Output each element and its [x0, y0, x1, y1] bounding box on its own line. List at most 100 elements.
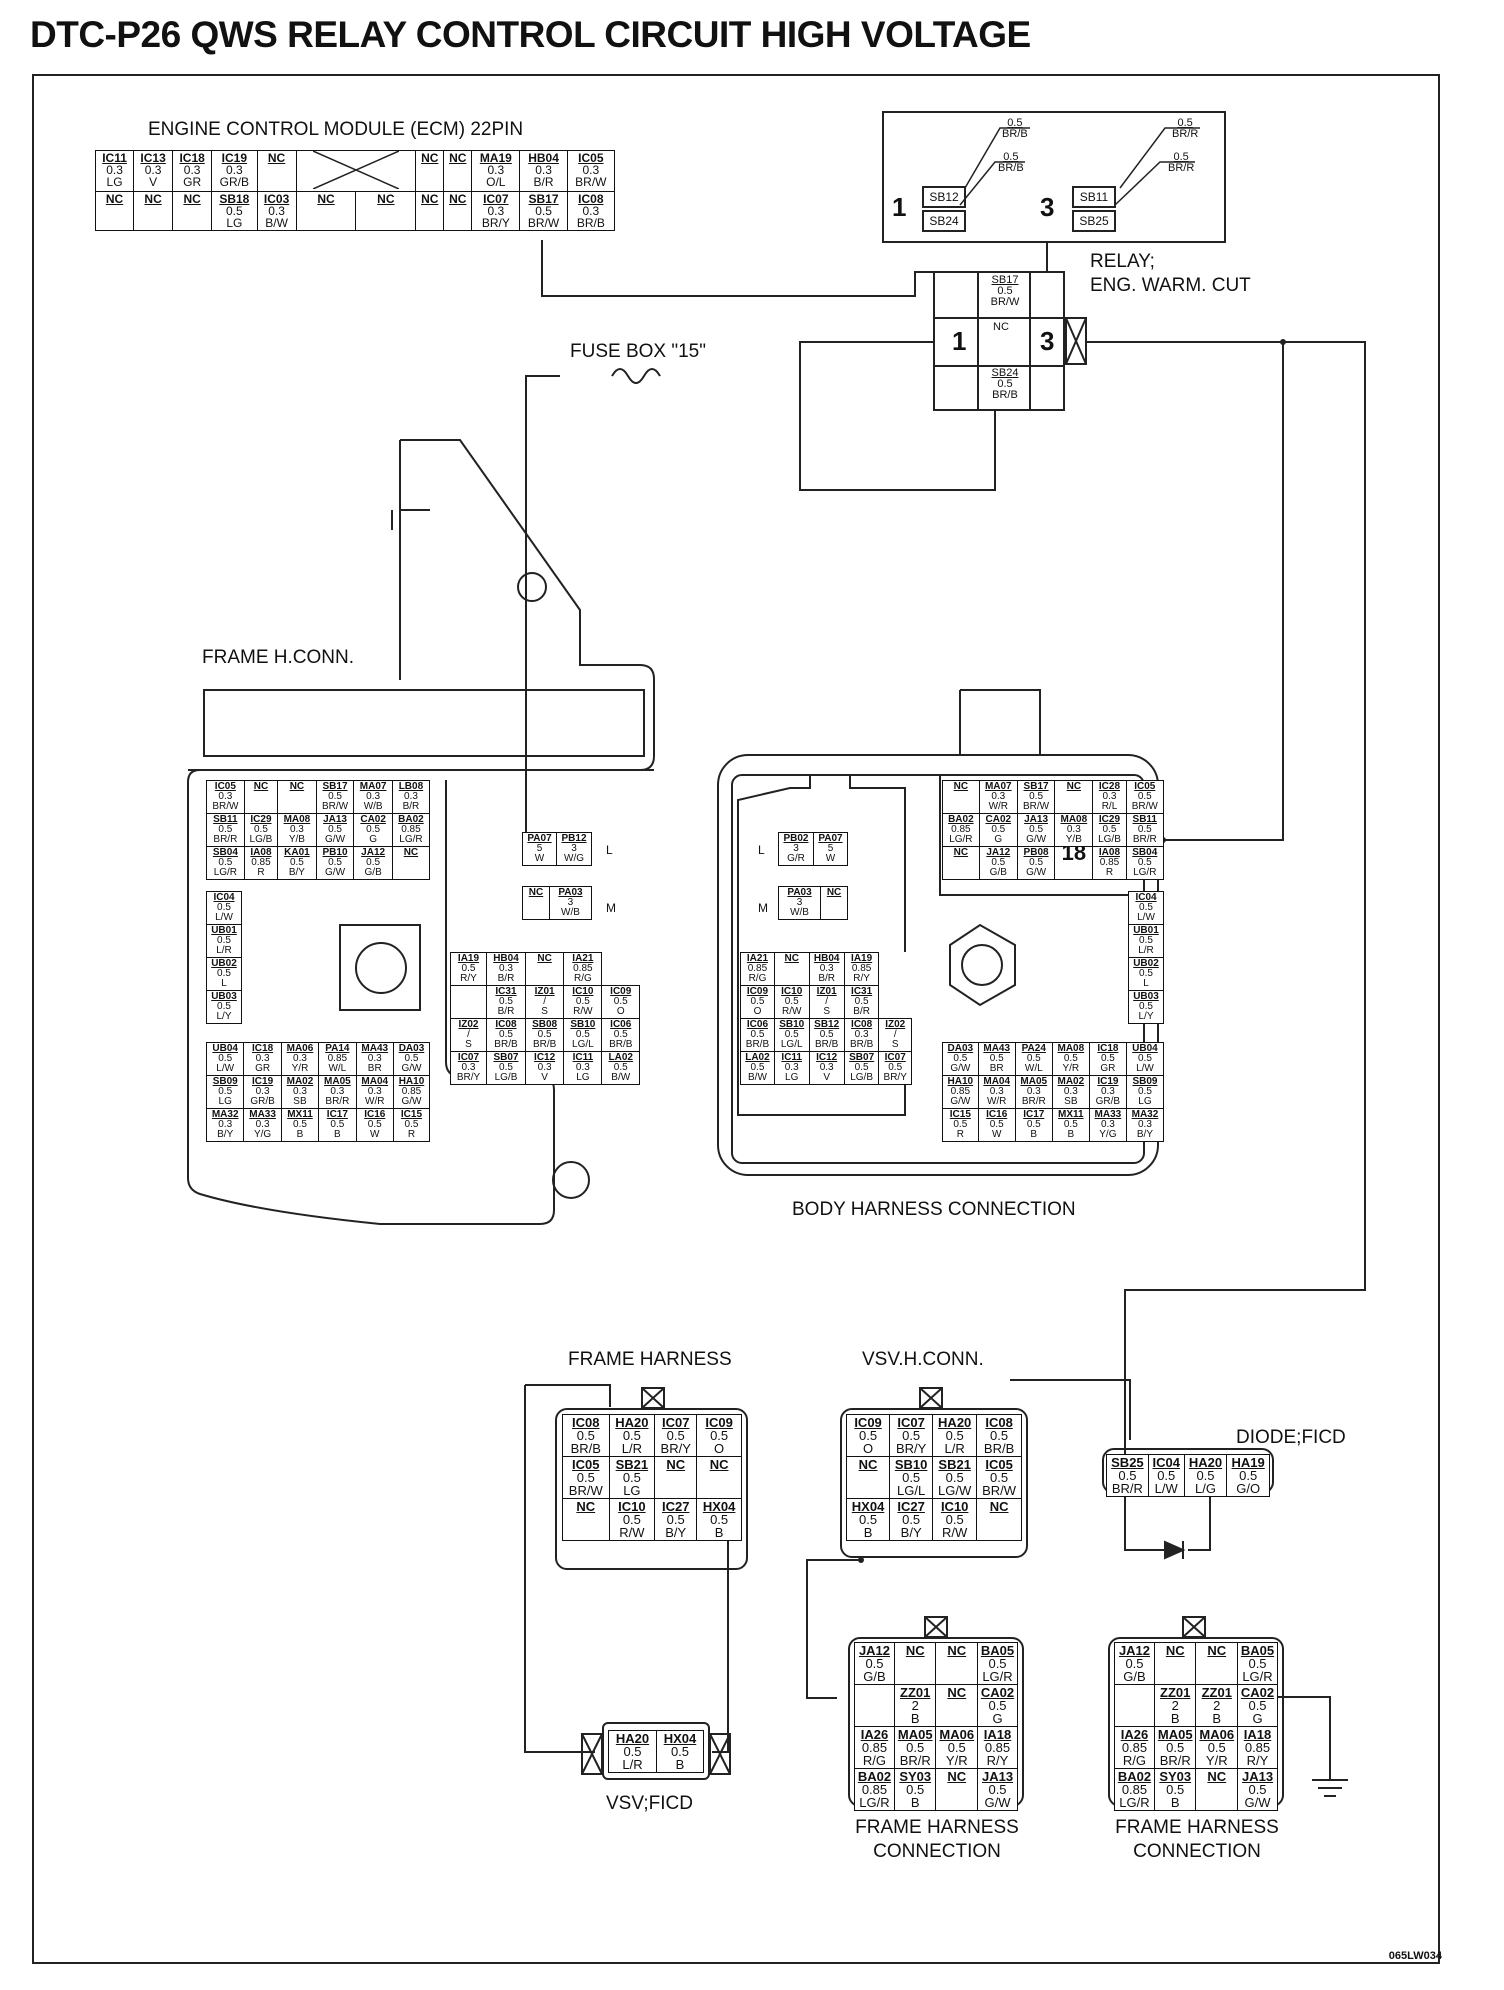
pin-id: UB04	[1132, 1043, 1158, 1054]
wire-color: G/W	[950, 1063, 971, 1074]
wire-color: L/Y	[216, 1011, 232, 1022]
vsv-h-conn-label: VSV.H.CONN.	[862, 1349, 984, 1370]
wire-color: S	[823, 1006, 830, 1017]
pin-id: MA05	[324, 1076, 351, 1087]
wire-color: LG/R	[213, 867, 238, 878]
wire-gauge: 0.5	[217, 902, 231, 913]
blank-cavity-icon	[295, 150, 417, 192]
wire-color: G/B	[863, 1669, 886, 1684]
wire-gauge: 0.85	[1121, 1782, 1148, 1797]
wire-gauge: 0.5	[499, 1062, 513, 1073]
pin-id: NC	[421, 192, 439, 206]
pin-id: IC07	[483, 192, 509, 206]
wire-color: L/R	[621, 1441, 642, 1456]
pin-id: SB17	[322, 781, 348, 792]
fuse-label: FUSE BOX "15"	[570, 341, 706, 362]
wire-color: W/L	[1024, 1063, 1043, 1074]
wire-color: LG/R	[1119, 1795, 1150, 1810]
wire-color: G/W	[401, 1063, 422, 1074]
wire-gauge: 0.3	[989, 1086, 1004, 1097]
wire-color: BR/B	[532, 1039, 557, 1050]
wire-color: BR/W	[321, 801, 349, 812]
wire-gauge: 0.5	[1026, 1053, 1041, 1064]
pin-id: IA19	[851, 953, 873, 964]
wire-color: L/R	[622, 1757, 643, 1772]
wire-gauge: 0.3	[1102, 791, 1117, 802]
wire-gauge: /	[825, 996, 829, 1007]
relay-pin3: 3	[1040, 326, 1055, 356]
pin-id: IC07	[457, 1052, 480, 1063]
wire-gauge: 0.5	[1248, 1698, 1267, 1713]
pin-id: JA12	[986, 847, 1011, 858]
wire-gauge: 0.5	[750, 1062, 765, 1073]
pin-id: UB01	[1133, 925, 1159, 936]
wire-color: BR/R	[325, 1096, 350, 1107]
pin-id: MA02	[286, 1076, 314, 1087]
pin-id: IC04	[213, 892, 235, 903]
wire-color: LG/R	[949, 834, 973, 845]
pin-id: SB10	[570, 1019, 596, 1030]
wire-color: B/R	[497, 973, 515, 984]
wire-color: W	[991, 1129, 1002, 1140]
pin-id: IC10	[781, 986, 803, 997]
wire-color: L	[221, 978, 227, 989]
pin-id: HA19	[1231, 1455, 1265, 1470]
pin-id: PB12	[561, 833, 587, 844]
wire-color: G	[992, 1711, 1003, 1726]
pin-id: IC05	[572, 1457, 600, 1472]
pin-id: IC11	[572, 1052, 594, 1063]
pin-id: DA03	[398, 1043, 425, 1054]
wire-gauge: /	[543, 996, 546, 1007]
pin-id: IA21	[746, 953, 769, 964]
wire-gauge: 0.3	[537, 1062, 552, 1073]
wire-gauge: 0.3	[330, 1086, 345, 1097]
wire-color: BR/B	[983, 1441, 1015, 1456]
relay-terminal-sb11: SB11	[1072, 186, 1116, 208]
wire-color: LG/L	[572, 1039, 594, 1050]
wire-color: G/B	[364, 867, 382, 878]
wire-gauge: 5	[827, 843, 834, 854]
wire-color: R/G	[862, 1753, 887, 1768]
pin-id: LB08	[398, 781, 424, 792]
pin-cell: NC	[295, 191, 357, 231]
pin-id: NC	[528, 887, 544, 898]
pin-id: SB08	[532, 1019, 558, 1030]
pin-id: BA02	[1117, 1769, 1152, 1784]
pin-id: UB02	[211, 958, 237, 969]
wire-gauge: 0.5	[1138, 1053, 1152, 1064]
pin-id: PA03	[787, 887, 812, 898]
pin-id: IC08	[851, 1019, 873, 1030]
